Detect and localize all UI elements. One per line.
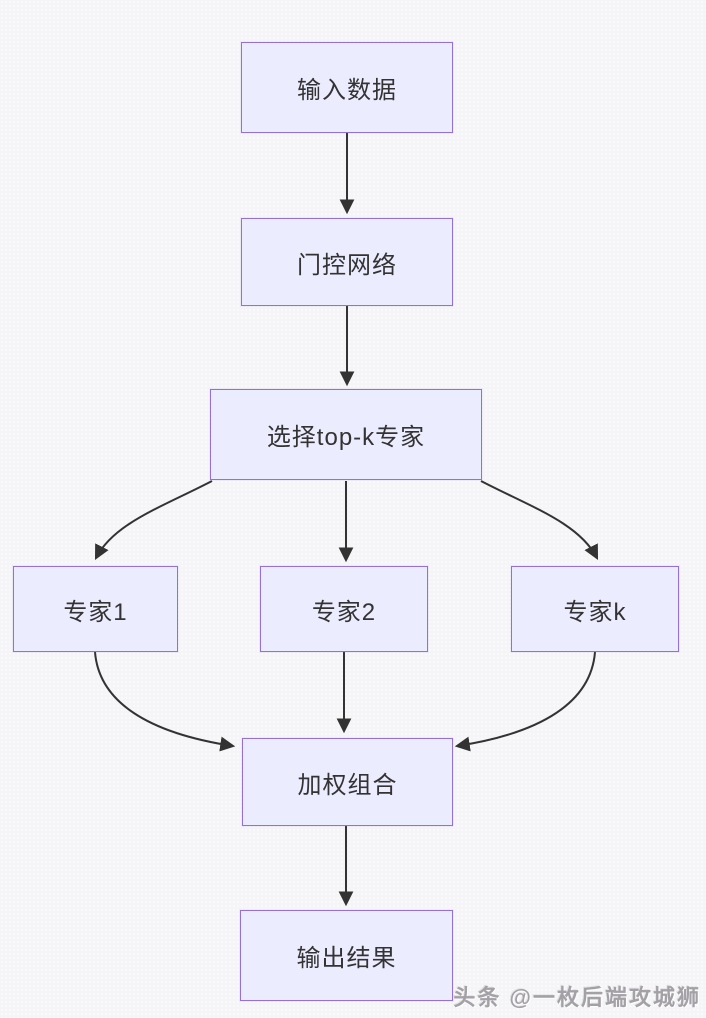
node-topk-label: 选择top-k专家 <box>266 424 426 451</box>
edge-expert1-combine <box>94 651 236 752</box>
edge-topk-expert1 <box>94 480 213 560</box>
edge-topk-expertk <box>480 480 599 560</box>
node-combine: 加权组合 <box>242 738 453 826</box>
node-topk: 选择top-k专家 <box>210 389 482 480</box>
node-expertk-label: 专家k <box>563 598 627 626</box>
node-gating-label: 门控网络 <box>297 251 397 279</box>
edge-expertk-combine <box>454 651 596 752</box>
node-input: 输入数据 <box>241 42 453 133</box>
node-expert2: 专家2 <box>260 566 428 652</box>
node-output: 输出结果 <box>240 910 453 1001</box>
node-combine-label: 加权组合 <box>297 771 398 799</box>
node-expert2-label: 专家2 <box>311 598 377 626</box>
node-expertk: 专家k <box>511 566 679 652</box>
node-input-label: 输入数据 <box>297 77 397 104</box>
node-expert1: 专家1 <box>13 566 178 652</box>
node-output-label: 输出结果 <box>296 945 397 972</box>
node-gating: 门控网络 <box>241 218 453 306</box>
watermark: 头条 @一枚后端攻城狮 <box>453 985 701 1010</box>
node-expert1-label: 专家1 <box>63 598 128 626</box>
